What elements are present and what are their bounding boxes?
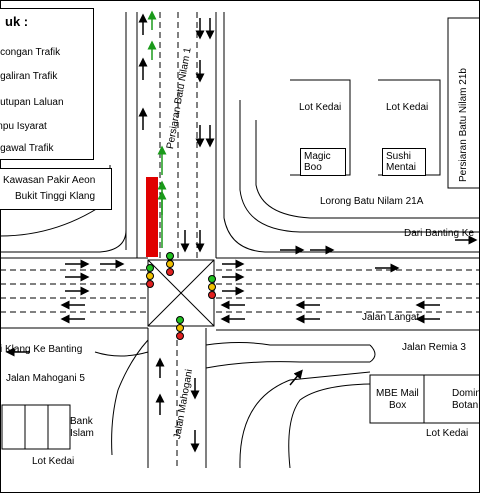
magic-boo-line-1: Magic (304, 151, 331, 162)
main-road (0, 257, 480, 331)
legend-item-diversion: encongan Trafik (0, 47, 61, 58)
street-label-jalan-langat: Jalan Langat (362, 312, 420, 323)
junction-box (147, 259, 215, 327)
shop-label-lot-kedai-1: Lot Kedai (299, 102, 342, 113)
signal-north-b (166, 252, 174, 276)
magic-boo-line-2: Boo (304, 162, 322, 173)
bukit-tinggi-label: Bukit Tinggi Klang (15, 191, 96, 202)
sushi-line-2: Mentai (386, 162, 417, 173)
parking-area-box: Kawasan Pakir Aeon Bukit Tinggi Klang (0, 168, 112, 210)
legend-item-closure: enutupan Laluan (0, 97, 64, 108)
flow-arrows (147, 10, 167, 248)
shop-label-bank-2: Islam (70, 428, 94, 439)
sushi-line-1: Sushi (386, 151, 412, 162)
shop-label-lot-kedai-4: Lot Kedai (32, 456, 75, 467)
legend-item-controller: engawal Trafik (0, 143, 54, 154)
shop-label-domino-1: Domin (452, 388, 480, 399)
legend-item-signal: ampu Isyarat (0, 121, 47, 132)
street-label-dari-banting: Dari Banting Ke (404, 228, 475, 239)
legend: uk : encongan Trafik engaliran Trafik en… (0, 8, 94, 160)
street-label-persiaran-batu-nilam-21b: Persiaran Batu Nilam 21b (458, 68, 469, 182)
legend-title: uk : (5, 14, 29, 29)
street-label-klang-ke-banting: i Klang Ke Banting (0, 344, 83, 355)
signal-north-a (146, 264, 154, 288)
shop-sushi-mentai: Sushi Mentai (382, 148, 426, 176)
shop-label-domino-2: Botan (452, 400, 479, 411)
signal-south (176, 316, 184, 340)
shop-label-bank-1: Bank (70, 416, 93, 427)
lane-closure (146, 177, 158, 257)
shop-magic-boo: Magic Boo (300, 148, 346, 176)
street-label-lorong-batu-nilam-21a: Lorong Batu Nilam 21A (320, 196, 424, 207)
shop-label-lot-kedai-2: Lot Kedai (386, 102, 429, 113)
shop-label-mbe-2: Box (389, 400, 407, 411)
street-label-jalan-remia-3: Jalan Remia 3 (402, 342, 466, 353)
south-road (94, 328, 207, 468)
traffic-arrows (5, 13, 478, 453)
signal-east (208, 275, 216, 299)
shop-label-lot-kedai-3: Lot Kedai (426, 428, 469, 439)
north-road (125, 12, 225, 258)
parking-area-label: Kawasan Pakir Aeon (3, 175, 96, 186)
street-label-jalan-mahogani-5: Jalan Mahogani 5 (6, 373, 85, 384)
buildings (1, 17, 480, 450)
traffic-signals (146, 252, 216, 340)
shop-label-mbe-1: MBE Mail (376, 388, 419, 399)
legend-item-flow: engaliran Trafik (0, 71, 58, 82)
southeast-road (205, 342, 376, 469)
